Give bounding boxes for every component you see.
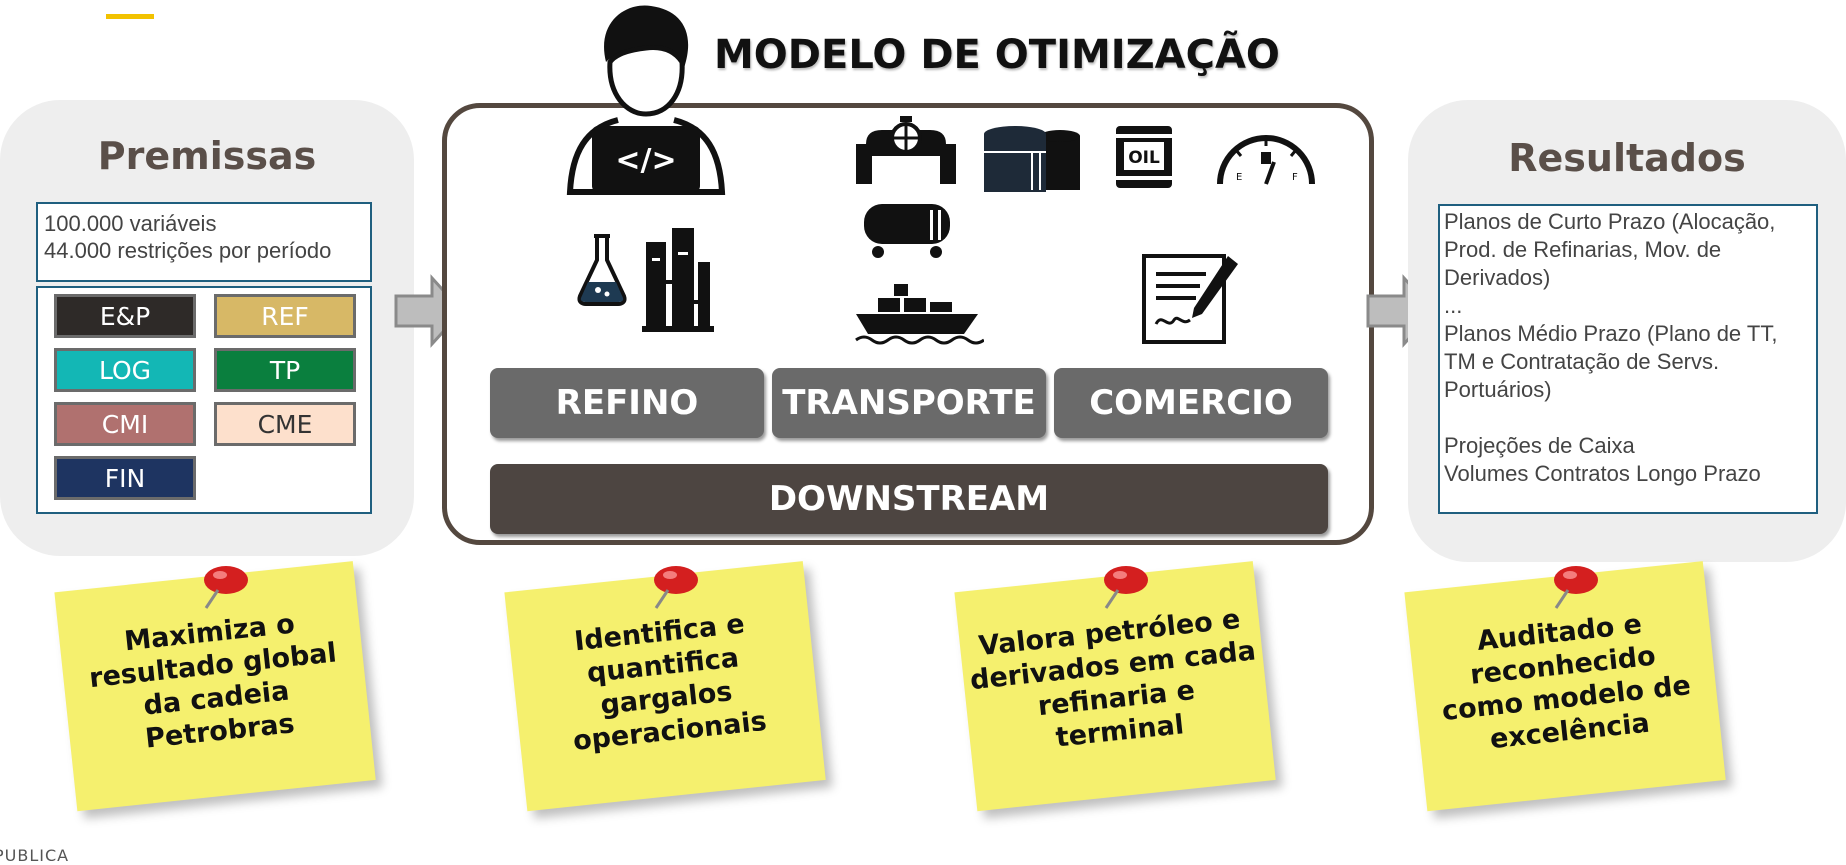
premissas-tags-box: E&P REF LOG TP CMI CME FIN bbox=[36, 286, 372, 514]
resultados-info-text: Planos de Curto Prazo (Alocação, Prod. d… bbox=[1444, 209, 1778, 486]
segment-downstream: DOWNSTREAM bbox=[490, 464, 1328, 534]
tag-ep: E&P bbox=[54, 294, 196, 338]
footer-classification-tag: PUBLICA bbox=[0, 846, 70, 865]
premissas-info-box: 100.000 variáveis 44.000 restrições por … bbox=[36, 202, 372, 282]
segment-refino: REFINO bbox=[490, 368, 764, 438]
segment-transporte: TRANSPORTE bbox=[772, 368, 1046, 438]
oil-label: OIL bbox=[1128, 148, 1160, 168]
tag-cme: CME bbox=[214, 402, 356, 446]
premissas-info-text: 100.000 variáveis 44.000 restrições por … bbox=[44, 211, 332, 263]
tag-cmi: CMI bbox=[54, 402, 196, 446]
contract-sign-icon bbox=[1140, 250, 1240, 350]
tag-label: REF bbox=[261, 301, 309, 331]
oil-barrel-icon: OIL bbox=[1114, 124, 1174, 194]
push-pin-icon bbox=[1546, 562, 1606, 616]
svg-text:</>: </> bbox=[615, 143, 676, 178]
fuel-gauge-icon: E F bbox=[1214, 126, 1318, 196]
accent-bar bbox=[106, 14, 154, 19]
tag-tp: TP bbox=[214, 348, 356, 392]
tag-label: CME bbox=[257, 409, 313, 439]
tag-label: CMI bbox=[101, 409, 149, 439]
tag-ref: REF bbox=[214, 294, 356, 338]
tag-label: FIN bbox=[104, 463, 146, 493]
gauge-e-label: E bbox=[1236, 172, 1242, 183]
push-pin-icon bbox=[196, 562, 256, 616]
gauge-f-label: F bbox=[1292, 172, 1298, 183]
storage-tanks-icon bbox=[982, 124, 1082, 198]
tag-fin: FIN bbox=[54, 456, 196, 500]
resultados-info-box: Planos de Curto Prazo (Alocação, Prod. d… bbox=[1438, 204, 1818, 514]
programmer-laptop-icon: </> bbox=[566, 2, 726, 206]
push-pin-icon bbox=[646, 562, 706, 616]
push-pin-icon bbox=[1096, 562, 1156, 616]
page-title: MODELO DE OTIMIZAÇÃO bbox=[714, 32, 1280, 78]
tank-wagon-icon bbox=[860, 200, 954, 264]
resultados-title: Resultados bbox=[1508, 136, 1746, 180]
segment-comercio: COMERCIO bbox=[1054, 368, 1328, 438]
tag-label: E&P bbox=[99, 301, 151, 331]
lab-flask-icon bbox=[574, 232, 630, 310]
cargo-ship-icon bbox=[854, 280, 985, 350]
resultados-panel: Resultados Planos de Curto Prazo (Alocaç… bbox=[1408, 100, 1846, 562]
tag-label: TP bbox=[269, 355, 301, 385]
refinery-towers-icon bbox=[640, 222, 716, 336]
premissas-title: Premissas bbox=[97, 134, 317, 178]
pipeline-valve-icon bbox=[856, 116, 956, 190]
tag-log: LOG bbox=[54, 348, 196, 392]
tag-label: LOG bbox=[98, 355, 152, 385]
premissas-panel: Premissas 100.000 variáveis 44.000 restr… bbox=[0, 100, 414, 556]
